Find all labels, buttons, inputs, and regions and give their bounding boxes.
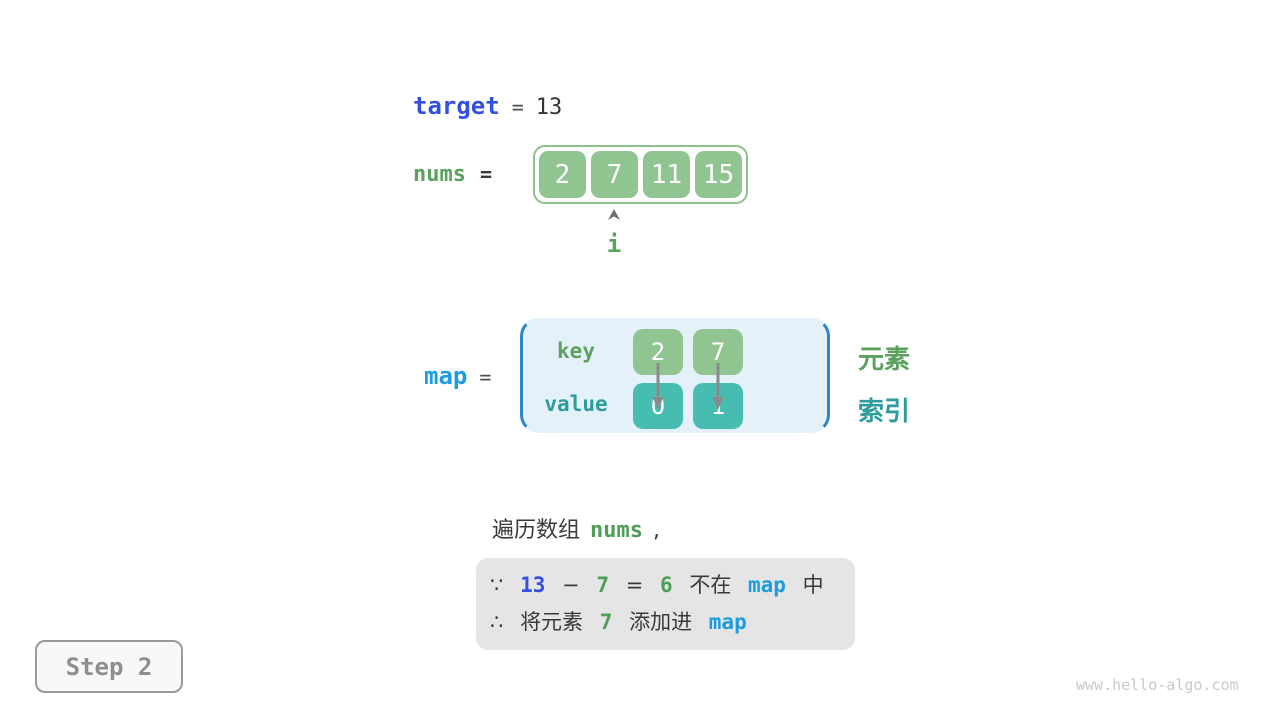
nums-label: nums = xyxy=(413,160,492,188)
equals-sign: = xyxy=(479,162,493,186)
reason-box: ∵ 13 − 7 = 6 不在 map 中 ∴ 将元素 7 添加进 map xyxy=(476,558,855,650)
because-symbol: ∵ xyxy=(490,573,504,597)
target-line: target = 13 xyxy=(413,92,562,120)
map-label: map = xyxy=(424,362,503,390)
index-pointer-label: i xyxy=(606,230,622,258)
therefore-symbol: ∴ xyxy=(490,610,504,634)
element-annotation: 元素 xyxy=(858,345,911,375)
nums-array: 2 7 11 15 xyxy=(533,145,748,204)
array-cell: 2 xyxy=(539,151,586,198)
watermark: www.hello-algo.com xyxy=(1076,676,1239,694)
equals-sign: = xyxy=(479,365,492,389)
nums-keyword: nums xyxy=(590,518,643,543)
current-element: 7 xyxy=(596,573,609,597)
current-element: 7 xyxy=(599,610,613,634)
minus-sign: − xyxy=(562,573,580,597)
map-keyword: map xyxy=(424,362,468,390)
map-value-row-label: value xyxy=(544,392,608,416)
map-key-row-label: key xyxy=(557,339,595,363)
arrow-down-icon xyxy=(712,363,724,410)
target-keyword: target xyxy=(413,92,500,120)
target-value: 13 xyxy=(520,573,546,597)
difference-value: 6 xyxy=(659,573,673,597)
array-cell: 7 xyxy=(591,151,638,198)
action-text: 添加进 xyxy=(629,610,693,634)
step-badge: Step 2 xyxy=(35,640,183,693)
array-cell: 11 xyxy=(643,151,690,198)
caret-up-icon xyxy=(608,209,620,220)
index-annotation: 索引 xyxy=(858,397,911,427)
array-cell: 15 xyxy=(695,151,742,198)
caption: 遍历数组 nums , xyxy=(492,512,660,544)
equals-sign: = xyxy=(511,95,524,119)
action-prefix-text: 将元素 xyxy=(520,610,584,634)
map-keyword: map xyxy=(748,573,786,597)
reason-line-therefore: ∴ 将元素 7 添加进 map xyxy=(490,604,855,641)
equals-sign: = xyxy=(625,573,644,597)
caption-text: 遍历数组 xyxy=(492,518,581,543)
caption-comma: , xyxy=(653,518,660,543)
map-keyword: map xyxy=(708,610,747,634)
not-in-text: 不在 xyxy=(689,573,732,597)
in-suffix-text: 中 xyxy=(802,573,824,597)
arrow-down-icon xyxy=(652,363,664,410)
reason-line-because: ∵ 13 − 7 = 6 不在 map 中 xyxy=(490,567,855,604)
target-value: 13 xyxy=(535,95,563,120)
nums-keyword: nums xyxy=(413,161,466,187)
